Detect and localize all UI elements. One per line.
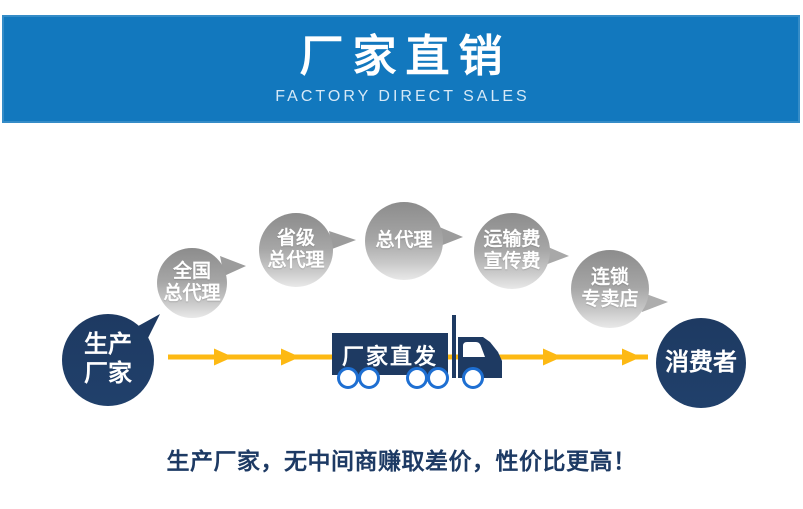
bubble-general-agent: 总代理 [365,202,443,280]
distribution-flow-diagram: 全国 总代理 省级 总代理 总代理 运输费 宣传费 连锁 专卖店 生产 厂家 消… [0,140,803,430]
page-subtitle: FACTORY DIRECT SALES [275,88,530,106]
slogan-text: 生产厂家，无中间商赚取差价，性价比更高！ [166,448,637,474]
truck-label: 厂家直发 [341,344,438,369]
arrow-head-icon [543,348,562,366]
bubble-national-general-agent: 全国 总代理 [157,248,227,318]
bubble-tail [329,231,356,249]
node-manufacturer: 生产 厂家 [62,314,154,406]
arrow-head-icon [281,348,300,366]
bubble-chain-stores: 连锁 专卖店 [571,250,649,328]
arrow-head-icon [622,348,641,366]
node-consumer: 消费者 [656,318,746,408]
header-banner: 厂家直销 FACTORY DIRECT SALES [2,15,800,123]
arrow-head-icon [214,348,233,366]
bubble-tail [437,226,463,246]
bubble-tail [220,256,246,276]
delivery-truck-icon [332,315,502,389]
flow-graphics [131,226,668,389]
bubble-provincial-general-agent: 省级 总代理 [259,213,333,287]
page-title: 厂家直销 [299,32,512,81]
bubble-shipping-ad-fees: 运输费 宣传费 [474,213,550,289]
